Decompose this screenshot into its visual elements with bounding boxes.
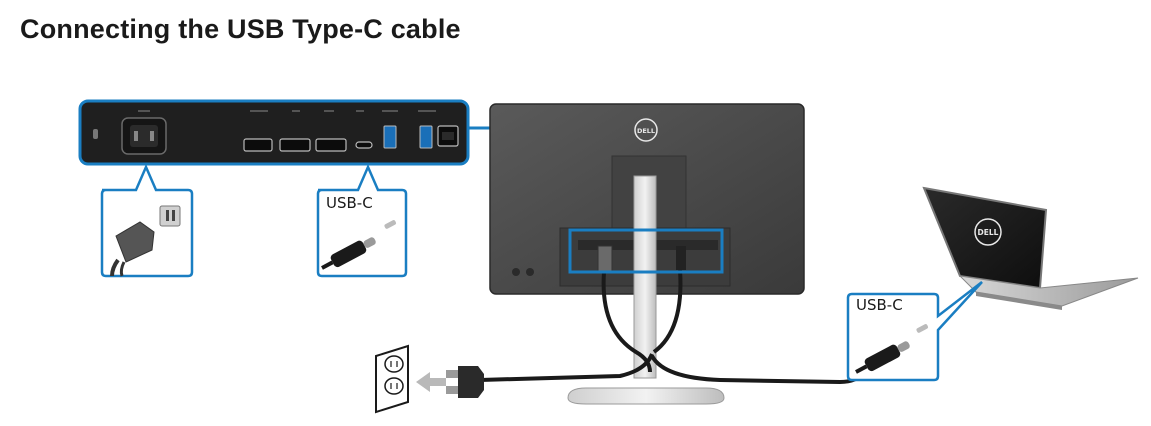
laptop-usbc-callout: USB-C — [846, 281, 983, 382]
laptop-logo-text: DELL — [978, 228, 999, 237]
usb-c-port — [355, 141, 373, 149]
monitor-usbc-callout: USB-C — [316, 163, 408, 278]
insert-arrow-icon — [416, 372, 446, 392]
laptop-screen — [922, 186, 1048, 290]
monitor-port-highlight — [568, 228, 724, 274]
power-plug — [446, 366, 484, 398]
usb-a-port-2 — [419, 125, 433, 149]
usbc-cable — [650, 354, 868, 385]
power-cable — [479, 353, 654, 382]
laptop: DELL — [922, 186, 1139, 310]
displayport-port — [315, 138, 347, 152]
monitor-dell-logo: DELL — [634, 118, 658, 142]
power-cable-callout — [100, 163, 194, 278]
laptop-usbc-label: USB-C — [856, 296, 903, 314]
audio-out-port — [243, 138, 273, 152]
usb-a-port-1 — [383, 125, 397, 149]
monitor: DELL — [489, 103, 805, 405]
monitor-stand-base — [567, 387, 725, 405]
laptop-dell-logo: DELL — [974, 218, 1002, 246]
power-inlet — [121, 117, 167, 155]
rear-port-panel — [78, 99, 470, 166]
laptop-base — [958, 275, 1139, 307]
wall-outlet — [375, 344, 409, 414]
hdmi-port — [279, 138, 311, 152]
monitor-logo-text: DELL — [637, 127, 655, 135]
monitor-stand-neck — [633, 175, 657, 379]
ethernet-port — [437, 125, 459, 147]
security-lock-slot — [93, 129, 98, 139]
page-title: Connecting the USB Type-C cable — [20, 14, 461, 44]
monitor-usbc-label: USB-C — [326, 194, 373, 212]
